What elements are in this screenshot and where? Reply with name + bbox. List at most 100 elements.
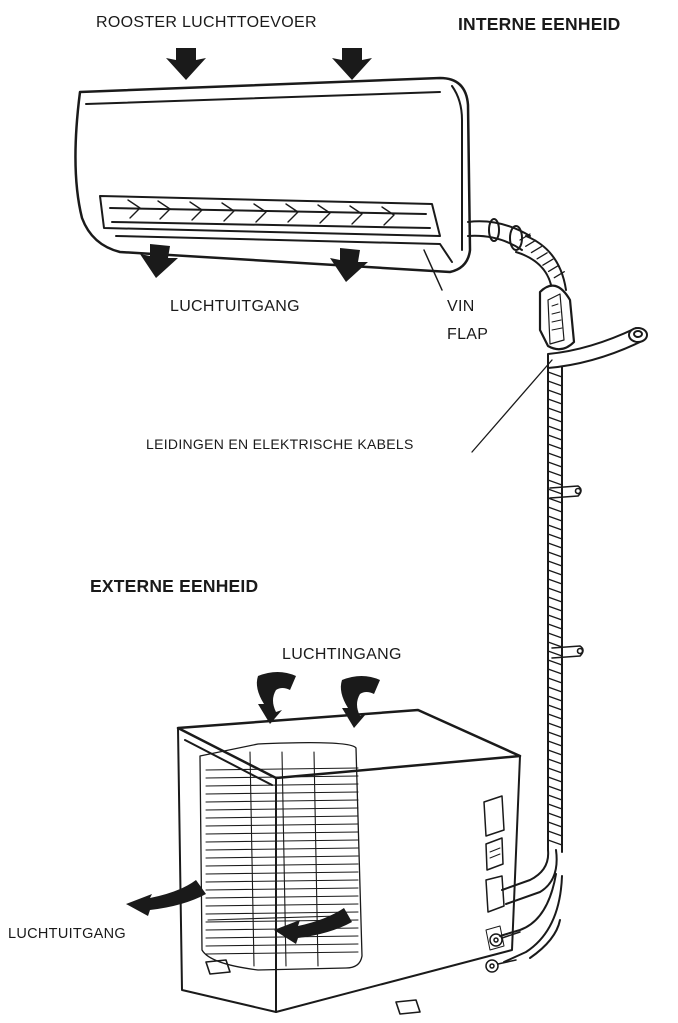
wall-sleeve xyxy=(538,284,576,351)
bundle-wrap xyxy=(547,641,563,648)
grille-slat xyxy=(205,887,359,891)
outdoor-connection xyxy=(499,849,563,963)
bundle-wrap xyxy=(547,542,563,549)
bundle-wrap xyxy=(547,416,563,423)
bundle-wrap xyxy=(547,596,563,603)
bundle-wrap xyxy=(547,551,563,558)
pipes-callout-line xyxy=(471,359,553,453)
vane-label-line1: VIN xyxy=(447,298,475,315)
arrow-down-icon xyxy=(166,48,206,80)
bundle-wrap xyxy=(547,623,563,630)
bundle-wrap xyxy=(547,398,563,405)
bundle-wrap xyxy=(547,839,563,846)
grille-slat xyxy=(205,951,359,955)
unit-feet xyxy=(205,959,421,1015)
bundle-wrap xyxy=(547,497,563,504)
bundle-wrap xyxy=(547,371,563,378)
bundle-wrap xyxy=(547,812,563,819)
fan-grille xyxy=(199,742,363,971)
grille-slat xyxy=(205,799,359,803)
bundle-wrap xyxy=(547,758,563,765)
bundle-wrap xyxy=(547,767,563,774)
outdoor-unit xyxy=(176,708,522,1015)
bundle-wrap xyxy=(547,452,563,459)
grille-slat xyxy=(205,791,359,795)
curved-arrow-icon xyxy=(340,676,380,728)
grille-slat xyxy=(205,855,359,859)
bundle-wrap xyxy=(547,569,563,576)
grille-slat xyxy=(205,871,359,875)
grille-slat xyxy=(205,903,359,907)
grille-slat xyxy=(205,879,359,883)
bundle-wrap xyxy=(547,695,563,702)
curved-arrow-icon xyxy=(256,672,296,724)
outdoor-unit-title: EXTERNE EENHEID xyxy=(90,576,259,596)
bundle-wrap xyxy=(547,605,563,612)
grille-slat xyxy=(205,823,359,827)
bundle-wrap xyxy=(547,740,563,747)
bundle-wrap xyxy=(547,533,563,540)
grille-slat xyxy=(205,935,359,939)
indoor-louvres xyxy=(127,199,395,226)
bundle-wrap xyxy=(547,425,563,432)
pipe-outlet xyxy=(467,218,531,251)
grille-slat xyxy=(205,847,359,851)
bundle-wrap xyxy=(547,785,563,792)
grille-slat xyxy=(205,863,359,867)
bundle-wrap xyxy=(547,722,563,729)
curved-arrow-icon xyxy=(274,908,352,944)
bundle-wrap xyxy=(553,271,565,279)
outdoor-air-outlet-label: LUCHTUITGANG xyxy=(8,926,126,942)
arrow-down-icon xyxy=(332,48,372,80)
bundle-wrap xyxy=(547,704,563,711)
bundle-wrap xyxy=(547,434,563,441)
bundle-wrap xyxy=(547,830,563,837)
grille-slat xyxy=(205,943,359,947)
grille-slat xyxy=(205,895,359,899)
grille-slat xyxy=(205,807,359,811)
bundle-wrap xyxy=(547,659,563,666)
bundle-wrap xyxy=(547,407,563,414)
grille-rib xyxy=(249,751,255,967)
bundle-wrap xyxy=(547,587,563,594)
bundle-wrap xyxy=(530,245,543,254)
bundle-wrap xyxy=(547,668,563,675)
indoor-air-outlet-label: LUCHTUITGANG xyxy=(170,298,300,315)
bundle-wrap xyxy=(547,686,563,693)
grille-slat xyxy=(205,831,359,835)
bundle-wrap xyxy=(547,264,560,273)
bundle-wrap xyxy=(547,650,563,657)
bundle-wrap xyxy=(542,258,554,266)
arrow-down-icon xyxy=(140,244,178,278)
bundle-wrap xyxy=(547,470,563,477)
bundle-wrap xyxy=(547,713,563,720)
bundle-wrap xyxy=(547,614,563,621)
bundle-edge xyxy=(515,251,553,291)
bundle-wrap xyxy=(547,479,563,486)
bundle-wrap xyxy=(547,443,563,450)
bundle-edge xyxy=(525,235,567,291)
outdoor-air-inlet-label: LUCHTINGANG xyxy=(282,646,402,663)
service-valves xyxy=(485,925,521,973)
bundle-wrap xyxy=(547,578,563,585)
pipe-clamps xyxy=(549,485,584,659)
grille-slat xyxy=(205,783,359,787)
bundle-wrap xyxy=(547,731,563,738)
grille-slat xyxy=(205,911,359,915)
arrow-down-icon xyxy=(330,248,368,282)
bundle-wrap xyxy=(525,239,537,247)
air-intake-grille-label: ROOSTER LUCHTTOEVOER xyxy=(96,14,317,31)
bundle-wrap xyxy=(547,515,563,522)
bundle-wrap xyxy=(519,233,531,241)
bundle-wrap xyxy=(547,821,563,828)
pipe-bundle xyxy=(515,233,567,853)
bundle-wrap xyxy=(547,506,563,513)
service-panel xyxy=(483,795,505,913)
pipes-cables-label: LEIDINGEN EN ELEKTRISCHE KABELS xyxy=(146,436,414,452)
bundle-wrap xyxy=(547,776,563,783)
grille-slat xyxy=(205,815,359,819)
bundle-wrap xyxy=(547,749,563,756)
bundle-wrap xyxy=(547,389,563,396)
bundle-wrap xyxy=(547,794,563,801)
